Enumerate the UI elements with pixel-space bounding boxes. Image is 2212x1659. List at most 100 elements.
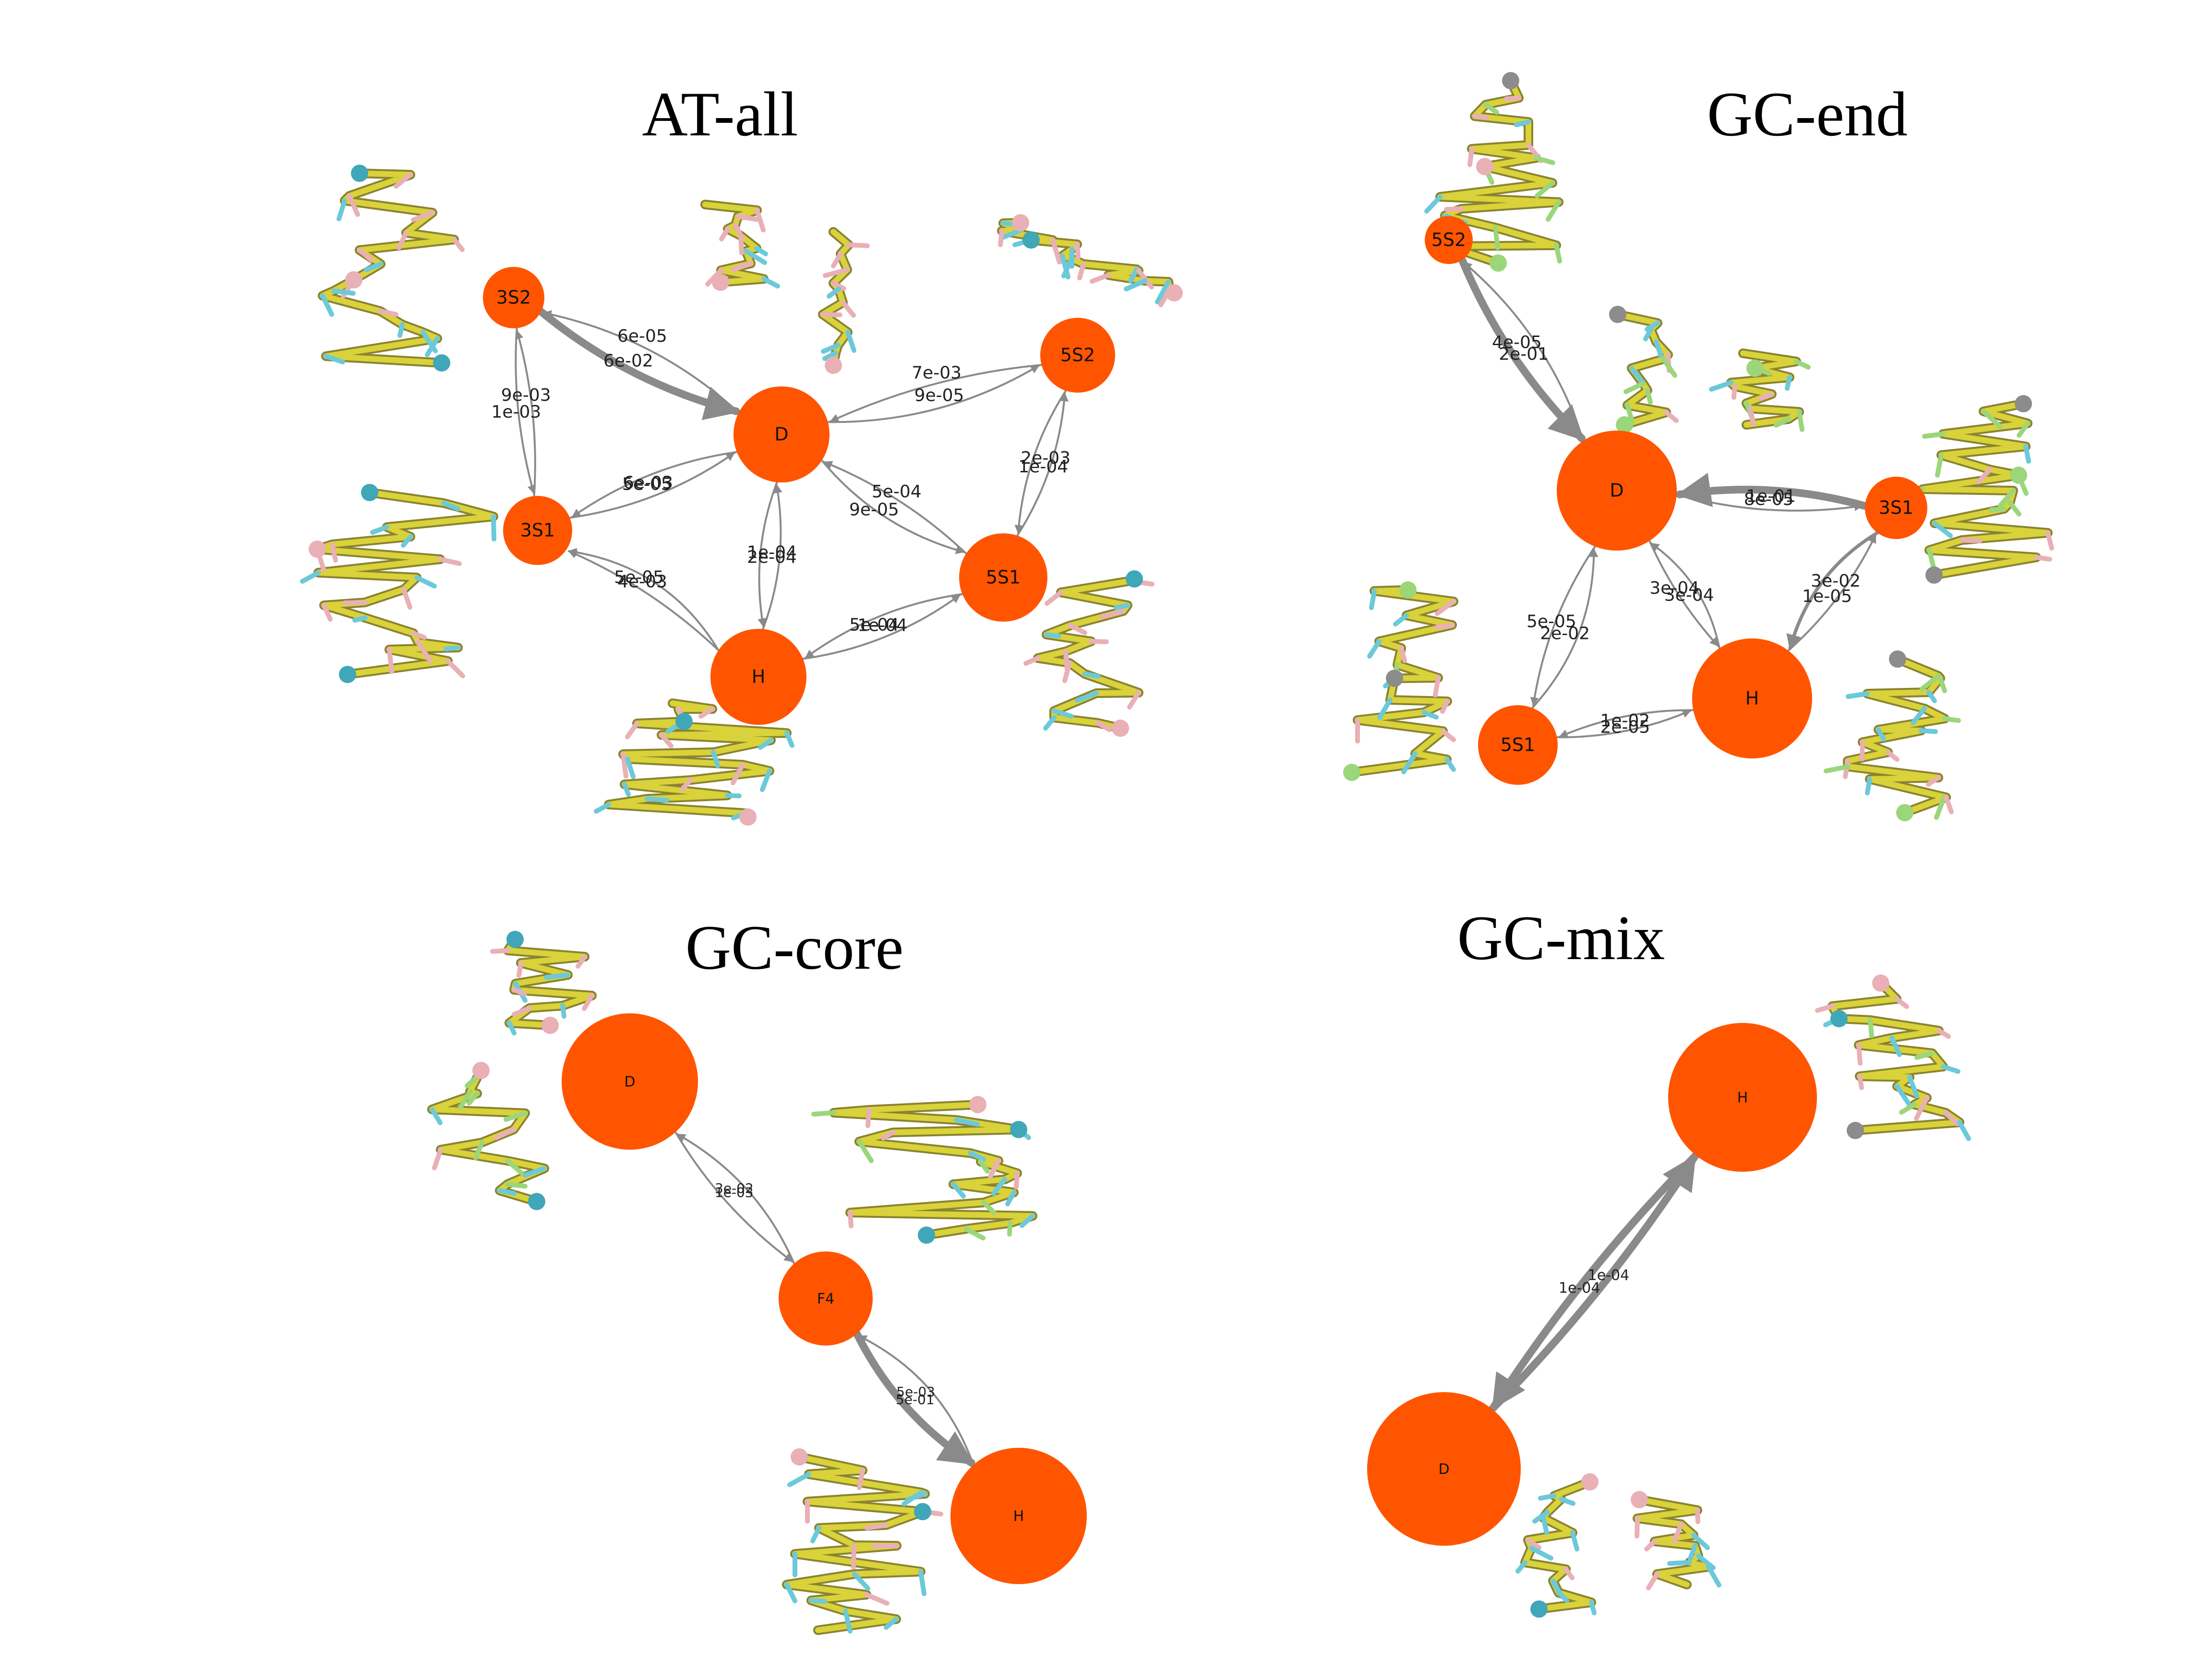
edge-3s1-to-d bbox=[569, 452, 735, 519]
edges-at-all bbox=[515, 308, 1069, 660]
node-d bbox=[733, 386, 830, 482]
node-label-3s2: 3S2 bbox=[496, 287, 531, 308]
node-5s2 bbox=[1040, 318, 1115, 393]
edge-5s1-to-d bbox=[823, 461, 967, 555]
panel-title-gc-core: GC-core bbox=[685, 912, 903, 983]
edge-d-to-3s1 bbox=[571, 451, 738, 518]
molecule-structure-18 bbox=[1815, 974, 1971, 1141]
panel-title-at-all: AT-all bbox=[642, 79, 798, 149]
panel-title-gc-end: GC-end bbox=[1707, 79, 1908, 149]
node-label-h: H bbox=[1013, 1508, 1024, 1525]
edge-5s2-to-d bbox=[1458, 256, 1586, 443]
edge-label-3s2-to-d: 6e-02 bbox=[603, 351, 653, 371]
molecule-illustrations bbox=[300, 72, 2054, 1635]
edge-5s2-to-5s1 bbox=[1014, 390, 1067, 534]
network-at-all: 6e-026e-059e-031e-036e-035e-059e-057e-03… bbox=[483, 267, 1115, 725]
nodes-gc-mix: HD bbox=[1367, 1023, 1817, 1546]
edge-label-d-to-5s1: 9e-05 bbox=[849, 500, 899, 520]
node-h bbox=[1668, 1023, 1817, 1172]
node-3s2 bbox=[483, 267, 544, 328]
edge-d-to-5s2 bbox=[1463, 261, 1585, 442]
edge-label-h-to-5s1: 2e-05 bbox=[1600, 717, 1650, 737]
edge-d-to-h bbox=[1648, 540, 1719, 647]
edge-3s2-to-d bbox=[537, 308, 740, 421]
edge-label-d-to-h: 1e-04 bbox=[1559, 1280, 1600, 1297]
panel-title-gc-mix: GC-mix bbox=[1457, 902, 1665, 973]
node-label-5s1: 5S1 bbox=[986, 567, 1021, 588]
edge-label-h-to-d: 2e-04 bbox=[747, 547, 797, 567]
node-label-h: H bbox=[752, 666, 766, 687]
edge-label-3s2-to-3s1: 9e-03 bbox=[501, 385, 551, 405]
node-label-d: D bbox=[1438, 1461, 1449, 1478]
edge-h-to-d bbox=[1490, 1151, 1700, 1411]
edge-h-to-3s1 bbox=[568, 548, 720, 651]
edge-h-to-5s1 bbox=[802, 594, 961, 660]
edge-d-to-5s2 bbox=[827, 364, 1040, 423]
edges-gc-end bbox=[1458, 256, 1879, 738]
edge-label-5s1-to-h: 5e-04 bbox=[849, 615, 899, 635]
node-label-d: D bbox=[774, 424, 788, 445]
molecule-structure-13 bbox=[1824, 650, 1961, 821]
node-5s1 bbox=[1478, 705, 1558, 785]
molecule-structure-4 bbox=[997, 214, 1183, 307]
edge-d-to-5s1 bbox=[1530, 545, 1596, 706]
edge-h-to-3s1 bbox=[568, 550, 720, 651]
edge-3s1-to-h bbox=[1786, 531, 1879, 650]
edge-h-to-3s1 bbox=[1787, 534, 1877, 652]
molecule-structure-12 bbox=[1343, 581, 1458, 781]
edge-h-to-d bbox=[1650, 542, 1720, 649]
edge-label-h-to-5s1: 1e-04 bbox=[857, 616, 907, 636]
molecule-structure-14 bbox=[490, 931, 597, 1035]
edge-label-d-to-f4: 1e-03 bbox=[715, 1184, 754, 1200]
edge-3s1-to-3s2 bbox=[515, 330, 536, 497]
edge-label-h-to-d: 3e-04 bbox=[1649, 578, 1699, 598]
molecule-structure-5 bbox=[300, 484, 498, 683]
molecule-structure-10 bbox=[1709, 349, 1811, 432]
edge-5s1-to-h bbox=[1556, 709, 1692, 738]
edge-5s1-to-d bbox=[1531, 548, 1599, 709]
node-label-3s1: 3S1 bbox=[1879, 497, 1913, 518]
molecule-structure-15 bbox=[427, 1062, 549, 1210]
edge-d-to-5s1 bbox=[821, 459, 965, 554]
edge-label-d-to-3s1: 8e-05 bbox=[1744, 490, 1794, 509]
edge-label-h-to-3s1: 1e-05 bbox=[1802, 587, 1852, 606]
node-5s2 bbox=[1425, 216, 1473, 264]
edge-d-to-f4 bbox=[674, 1131, 793, 1262]
edge-label-d-to-5s1: 5e-05 bbox=[1527, 612, 1576, 632]
edge-label-d-to-3s2: 6e-05 bbox=[617, 326, 667, 346]
molecule-structure-3 bbox=[818, 227, 870, 374]
node-d bbox=[1367, 1392, 1521, 1546]
edge-labels-at-all: 6e-026e-059e-031e-036e-035e-059e-057e-03… bbox=[491, 326, 1070, 636]
edge-label-d-to-5s2: 4e-05 bbox=[1492, 333, 1542, 352]
node-label-d: D bbox=[1610, 480, 1623, 501]
edge-h-to-f4 bbox=[858, 1334, 974, 1466]
node-3s1 bbox=[503, 496, 572, 565]
edge-label-h-to-d: 1e-04 bbox=[1588, 1267, 1630, 1284]
edge-label-h-to-3s1: 5e-05 bbox=[614, 568, 664, 588]
node-f4 bbox=[779, 1251, 873, 1346]
edges-gc-mix bbox=[1488, 1151, 1700, 1413]
node-label-5s2: 5S2 bbox=[1431, 229, 1466, 251]
node-label-5s2: 5S2 bbox=[1060, 345, 1095, 366]
edge-f4-to-d bbox=[676, 1133, 795, 1265]
node-h bbox=[950, 1448, 1087, 1584]
edge-label-5s1-to-h: 1e-02 bbox=[1600, 711, 1650, 731]
edge-label-5s2-to-5s1: 2e-03 bbox=[1021, 448, 1070, 468]
node-d bbox=[562, 1013, 698, 1150]
edge-label-5s1-to-d: 2e-02 bbox=[1540, 624, 1590, 644]
edge-label-5s1-to-5s2: 1e-04 bbox=[1018, 457, 1068, 477]
node-label-h: H bbox=[1737, 1090, 1748, 1106]
edge-5s1-to-5s2 bbox=[1016, 392, 1069, 537]
edge-label-d-to-h: 1e-04 bbox=[747, 543, 797, 563]
edge-h-to-5s1 bbox=[1559, 709, 1695, 738]
edge-h-to-d bbox=[762, 484, 782, 630]
edge-5s1-to-h bbox=[805, 593, 963, 659]
edge-label-h-to-f4: 5e-03 bbox=[896, 1384, 935, 1400]
